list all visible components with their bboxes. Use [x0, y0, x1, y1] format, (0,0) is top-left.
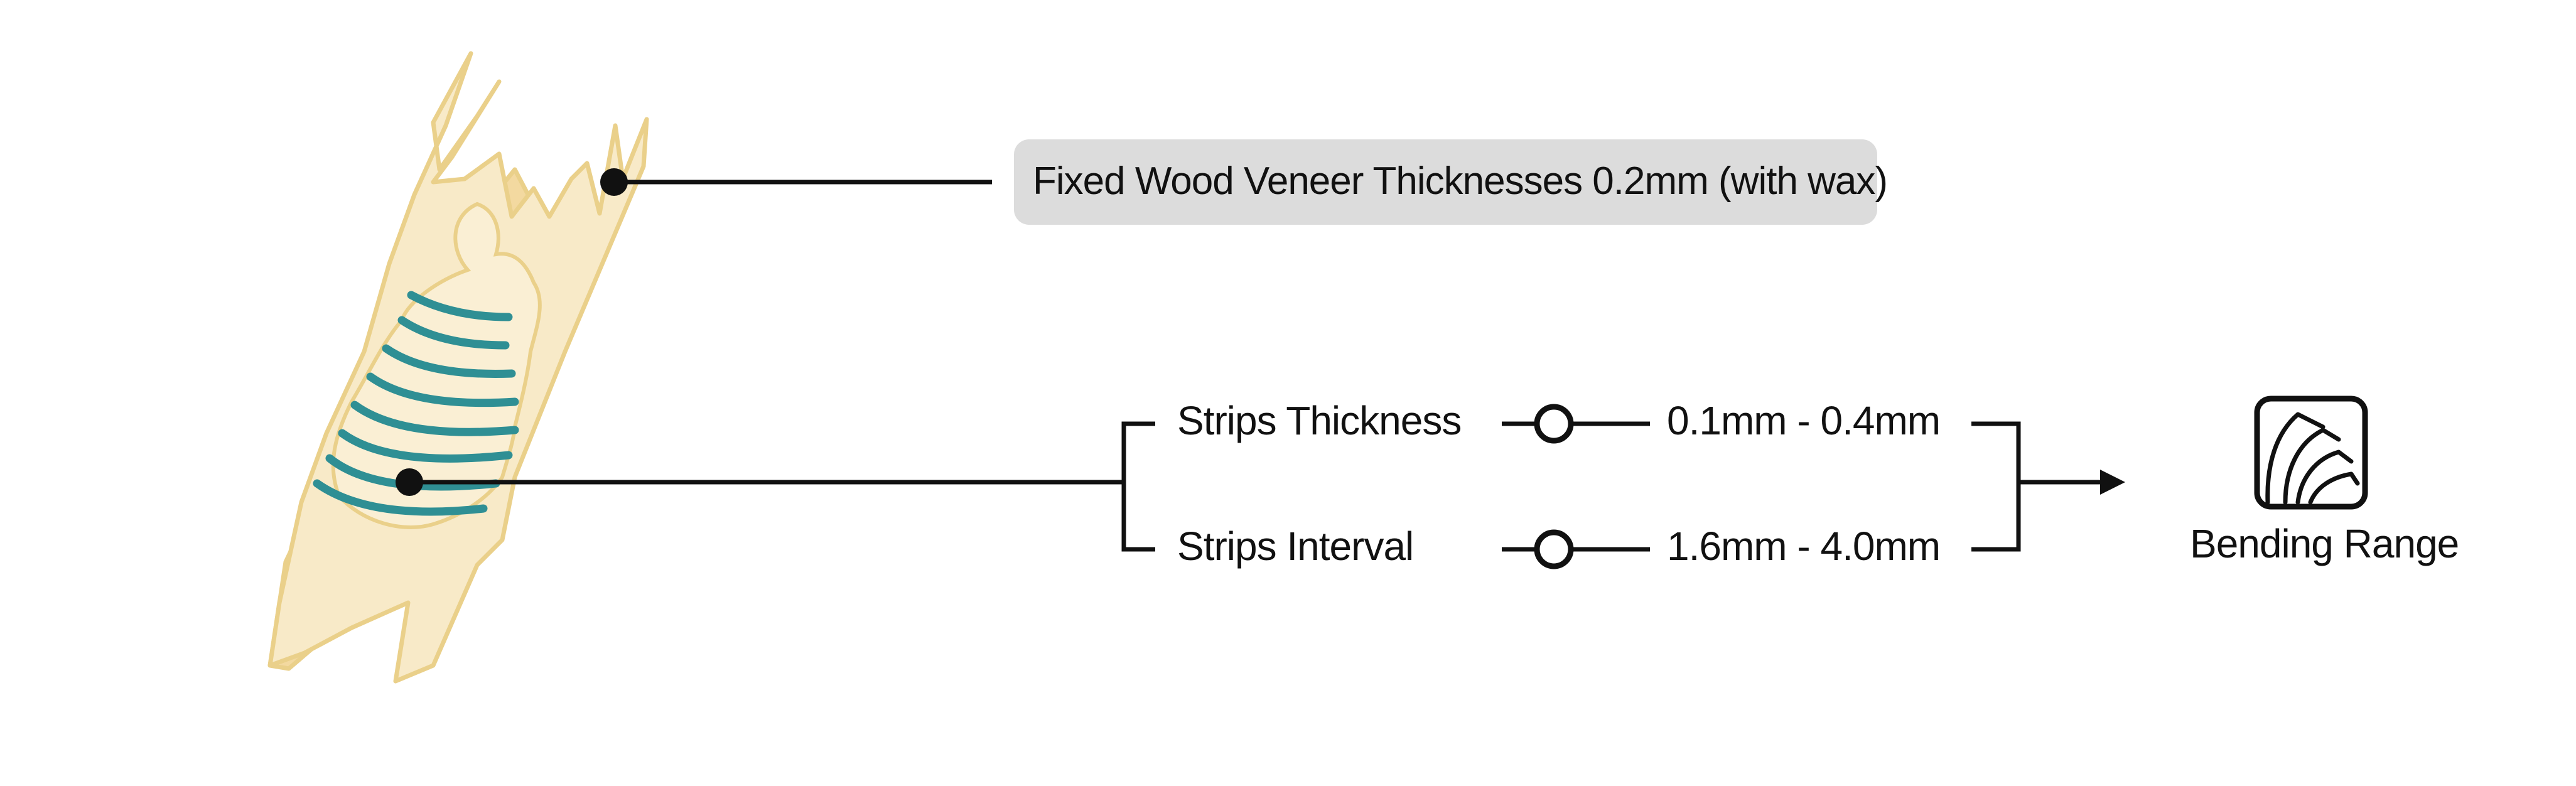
- veneer-strip: [366, 372, 519, 407]
- left-bracket: [1121, 421, 1155, 552]
- veneer-strip: [382, 344, 516, 378]
- bending-curve: [2283, 428, 2341, 505]
- veneer-strip: [325, 454, 500, 491]
- veneer-strip: [350, 401, 519, 436]
- veneer-strip: [397, 316, 510, 350]
- output-arrow-head: [2100, 470, 2125, 495]
- wood-veneer-illustration: [267, 51, 649, 684]
- strips-interval-label: Strips Interval: [1177, 524, 1414, 569]
- strips-pointer: [396, 468, 1124, 496]
- veneer-pointer: [600, 168, 992, 196]
- right-bracket: [1971, 421, 2021, 552]
- veneer-label-box: [1014, 139, 1877, 225]
- strips-thickness-label: Strips Thickness: [1177, 398, 1462, 443]
- output-arrow: [2018, 470, 2125, 495]
- strips-thickness-range: 0.1mm - 0.4mm: [1667, 398, 1941, 443]
- veneer-strips: [313, 291, 519, 516]
- strips-interval-range: 1.6mm - 4.0mm: [1667, 524, 1941, 569]
- thickness-slider: [1502, 404, 1650, 444]
- bending-curve: [2295, 450, 2354, 505]
- bending-range-icon: [2254, 396, 2368, 510]
- bending-range-label: Bending Range: [2190, 521, 2459, 566]
- veneer-strip: [313, 479, 488, 516]
- interval-slider: [1502, 529, 1650, 569]
- thickness-slider-handle: [1534, 404, 1574, 444]
- interval-slider-handle: [1534, 529, 1574, 569]
- veneer-strip: [338, 429, 513, 463]
- bending-curve: [2265, 412, 2325, 505]
- bending-curve: [2308, 471, 2360, 505]
- strips-pointer-dot: [396, 468, 423, 496]
- veneer-strip: [407, 291, 513, 321]
- veneer-thickness-label: Fixed Wood Veneer Thicknesses 0.2mm (wit…: [1033, 159, 1888, 203]
- veneer-pointer-dot: [600, 168, 628, 196]
